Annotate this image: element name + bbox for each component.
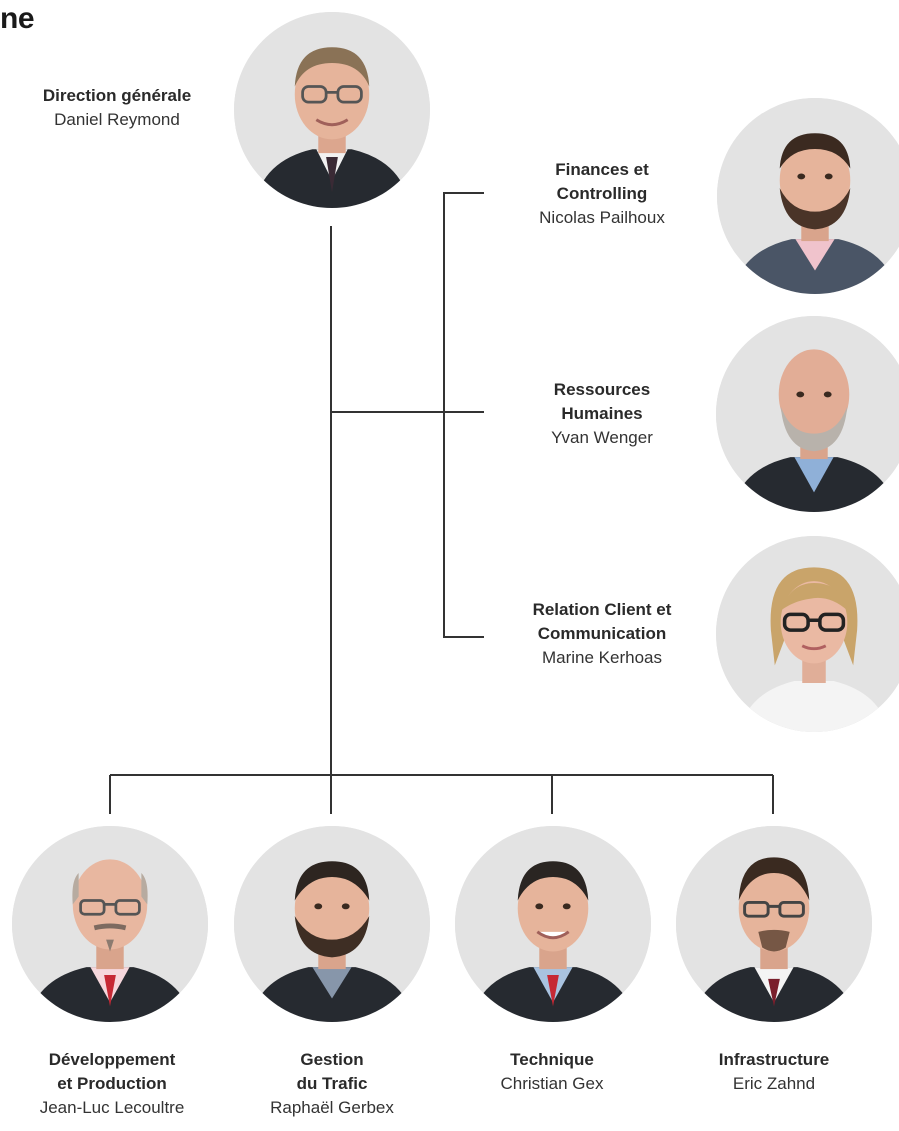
label-director: Direction générale Daniel Reymond: [2, 84, 232, 132]
staff-bracket-line: [443, 192, 484, 638]
portrait-man-bald-glasses-icon: [12, 826, 208, 1022]
page-title: ne: [0, 2, 35, 35]
name-relation: Marine Kerhoas: [541, 648, 662, 667]
role-rh-line2: Humaines: [561, 404, 643, 423]
name-rh: Yvan Wenger: [551, 428, 653, 447]
name-director: Daniel Reymond: [54, 110, 180, 129]
avatar-technique: [455, 826, 651, 1022]
role-director: Direction générale: [42, 86, 192, 105]
label-trafic: Gestion du Trafic Raphaël Gerbex: [222, 1048, 442, 1120]
role-trafic-line1: Gestion: [300, 1050, 364, 1069]
portrait-man-beard-icon: [717, 98, 899, 294]
role-relation-line2: Communication: [537, 624, 667, 643]
avatar-rh: [716, 316, 899, 512]
name-infra: Eric Zahnd: [732, 1074, 816, 1093]
portrait-man-beard-icon: [234, 826, 430, 1022]
name-dev: Jean-Luc Lecoultre: [39, 1098, 185, 1117]
role-dev-line2: et Production: [57, 1074, 167, 1093]
name-trafic: Raphaël Gerbex: [270, 1098, 394, 1117]
portrait-woman-glasses-icon: [716, 536, 899, 732]
avatar-finances: [717, 98, 899, 294]
portrait-man-glasses-icon: [234, 12, 430, 208]
role-dev-line1: Développement: [48, 1050, 176, 1069]
label-dev: Développement et Production Jean-Luc Lec…: [0, 1048, 224, 1120]
label-relation: Relation Client et Communication Marine …: [484, 598, 720, 670]
role-rh-line1: Ressources: [553, 380, 651, 399]
avatar-director: [234, 12, 430, 208]
role-technique: Technique: [510, 1050, 594, 1069]
role-finances-line1: Finances et: [555, 160, 649, 179]
name-technique: Christian Gex: [500, 1074, 604, 1093]
name-finances: Nicolas Pailhoux: [539, 208, 665, 227]
portrait-man-glasses-goatee-icon: [676, 826, 872, 1022]
role-relation-line1: Relation Client et: [532, 600, 672, 619]
role-finances-line2: Controlling: [556, 184, 648, 203]
role-trafic-line2: du Trafic: [296, 1074, 368, 1093]
label-infra: Infrastructure Eric Zahnd: [664, 1048, 884, 1096]
portrait-man-icon: [455, 826, 651, 1022]
role-infra: Infrastructure: [718, 1050, 830, 1069]
label-finances: Finances et Controlling Nicolas Pailhoux: [484, 158, 720, 230]
portrait-man-bald-beard-icon: [716, 316, 899, 512]
avatar-dev: [12, 826, 208, 1022]
label-technique: Technique Christian Gex: [442, 1048, 662, 1096]
label-rh: Ressources Humaines Yvan Wenger: [484, 378, 720, 450]
avatar-relation: [716, 536, 899, 732]
avatar-infra: [676, 826, 872, 1022]
avatar-trafic: [234, 826, 430, 1022]
